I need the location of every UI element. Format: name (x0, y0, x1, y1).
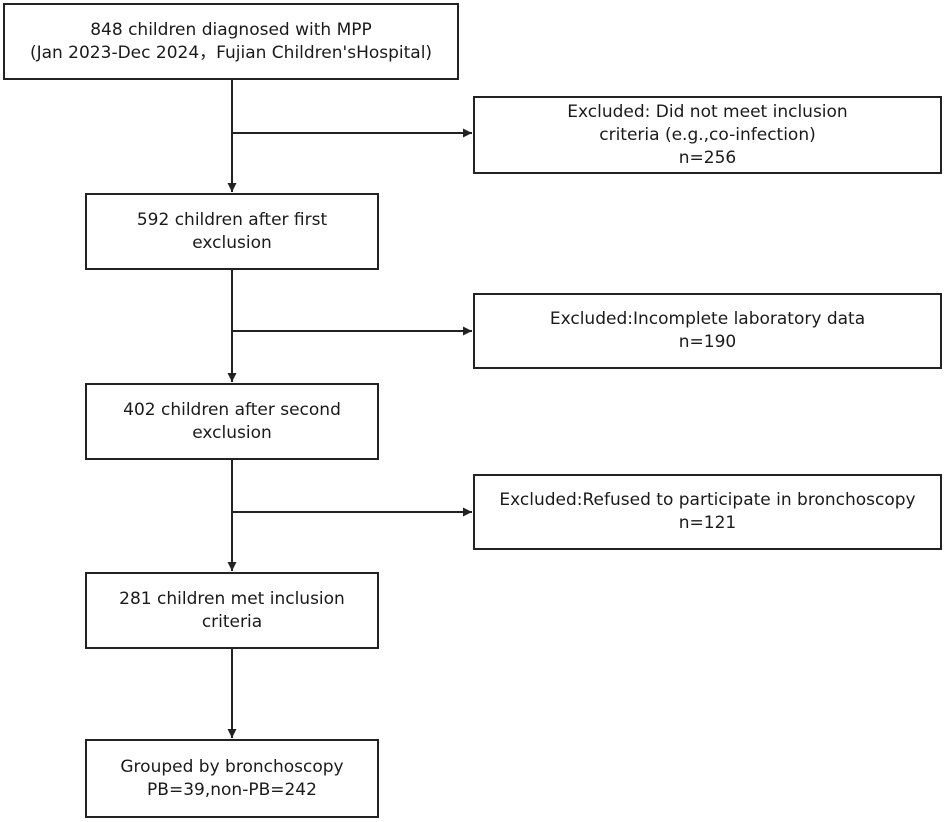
step-grouped-line-1: Grouped by bronchoscopy (120, 756, 344, 777)
step-grouped-box: Grouped by bronchoscopy PB=39,non-PB=242 (85, 739, 379, 818)
exclusion-3-count: n=121 (678, 513, 737, 533)
exclusion-1-line-2: criteria (e.g.,co-infection) (599, 124, 816, 145)
exclusion-lab-data-box: Excluded:Incomplete laboratory data n=19… (473, 293, 942, 369)
step-first-exclusion-box: 592 children after first exclusion (85, 193, 379, 270)
step-second-exclusion-line-1: 402 children after second (123, 399, 341, 420)
step-diagnosed-line-2: (Jan 2023-Dec 2024，Fujian Children'sHosp… (29, 42, 433, 63)
step-second-exclusion-box: 402 children after second exclusion (85, 383, 379, 460)
exclusion-3-line-1: Excluded:Refused to participate in bronc… (499, 490, 916, 510)
step-diagnosed-line-1: 848 children diagnosed with MPP (90, 19, 372, 40)
step-met-criteria-line-1: 281 children met inclusion (119, 588, 345, 609)
exclusion-2-count: n=190 (678, 332, 737, 352)
step-second-exclusion-line-2: exclusion (192, 422, 272, 443)
exclusion-refused-bronchoscopy-box: Excluded:Refused to participate in bronc… (473, 474, 942, 550)
exclusion-1-count: n=256 (678, 147, 737, 168)
step-grouped-line-2: PB=39,non-PB=242 (147, 779, 317, 800)
step-diagnosed-box: 848 children diagnosed with MPP (Jan 202… (3, 3, 459, 80)
exclusion-inclusion-criteria-box: Excluded: Did not meet inclusion criteri… (473, 96, 942, 174)
exclusion-2-line-1: Excluded:Incomplete laboratory data (549, 309, 866, 329)
exclusion-1-line-1: Excluded: Did not meet inclusion (567, 101, 848, 122)
step-first-exclusion-line-1: 592 children after first (136, 209, 328, 230)
step-first-exclusion-line-2: exclusion (192, 232, 272, 253)
step-met-criteria-line-2: criteria (201, 611, 263, 632)
step-met-criteria-box: 281 children met inclusion criteria (85, 572, 379, 649)
